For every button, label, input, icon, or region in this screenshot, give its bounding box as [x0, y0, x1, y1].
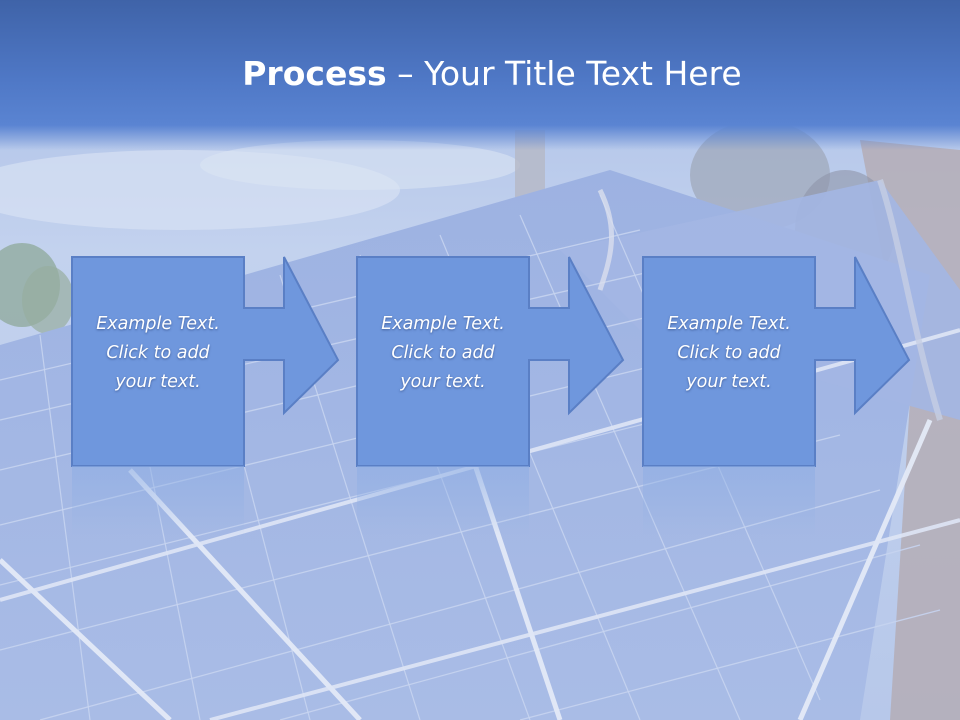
step-text-line: Click to add: [391, 343, 495, 363]
process-step-2-text[interactable]: Example Text. Click to add your text.: [357, 310, 529, 397]
step-text-line: Click to add: [106, 343, 210, 363]
process-step-2-reflection: [357, 466, 529, 536]
process-step-1-reflection: [72, 466, 244, 536]
step-text-line: Example Text.: [96, 314, 220, 334]
process-step-1-text[interactable]: Example Text. Click to add your text.: [72, 310, 244, 397]
step-text-line: your text.: [400, 372, 486, 392]
step-text-line: your text.: [115, 372, 201, 392]
title-bold-text: Process: [242, 54, 387, 93]
step-text-line: Example Text.: [667, 314, 791, 334]
process-step-3-reflection: [643, 466, 815, 536]
step-text-line: Example Text.: [381, 314, 505, 334]
title-band: [0, 0, 960, 150]
title-rest-text: – Your Title Text Here: [386, 54, 742, 93]
process-step-3-text[interactable]: Example Text. Click to add your text.: [643, 310, 815, 397]
step-text-line: Click to add: [677, 343, 781, 363]
step-text-line: your text.: [686, 372, 772, 392]
slide-title[interactable]: Process – Your Title Text Here: [0, 52, 960, 96]
